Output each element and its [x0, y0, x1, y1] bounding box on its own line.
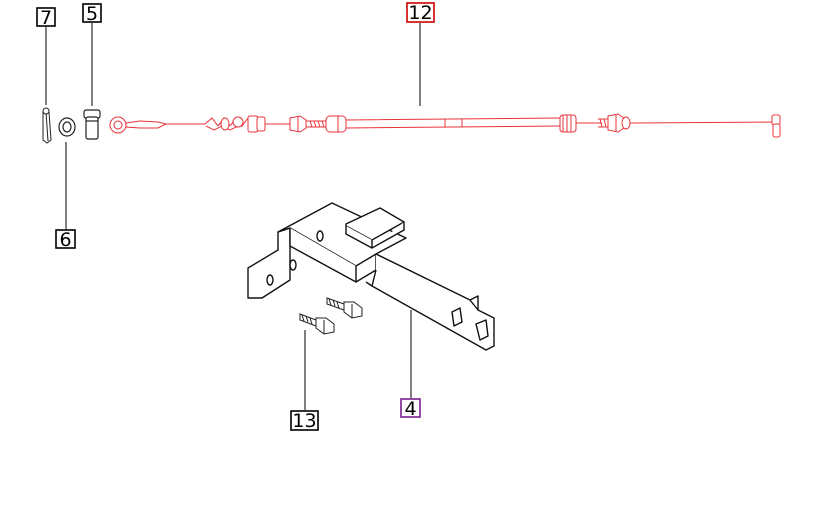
bracket-part-4 [247, 202, 495, 351]
leader-lines [45, 23, 421, 410]
callout-4-box [400, 398, 421, 418]
callout-13-label: 13 [292, 410, 316, 432]
callout-12[interactable]: 12 [406, 2, 435, 24]
callout-7-box [36, 7, 56, 27]
callout-6[interactable]: 6 [55, 229, 76, 251]
callout-12-label: 12 [408, 2, 432, 24]
bolt-part-13-a [299, 313, 335, 335]
callout-7-label: 7 [40, 7, 52, 29]
cotter-pin-part-7 [42, 107, 52, 144]
callout-4[interactable]: 4 [400, 398, 421, 420]
callout-5[interactable]: 5 [82, 3, 102, 25]
callout-12-box [406, 2, 435, 23]
pin-part-5 [83, 109, 101, 140]
callout-4-label: 4 [404, 398, 416, 420]
callout-13-box [290, 410, 319, 431]
washer-part-6 [58, 117, 76, 137]
callout-6-box [55, 229, 76, 249]
callout-5-box [82, 3, 102, 23]
callout-6-label: 6 [59, 229, 71, 251]
callout-13[interactable]: 13 [290, 410, 319, 432]
cable-part-12 [109, 113, 781, 138]
callout-7[interactable]: 7 [36, 7, 56, 29]
callout-5-label: 5 [86, 3, 98, 25]
bolt-part-13-b [326, 297, 363, 319]
